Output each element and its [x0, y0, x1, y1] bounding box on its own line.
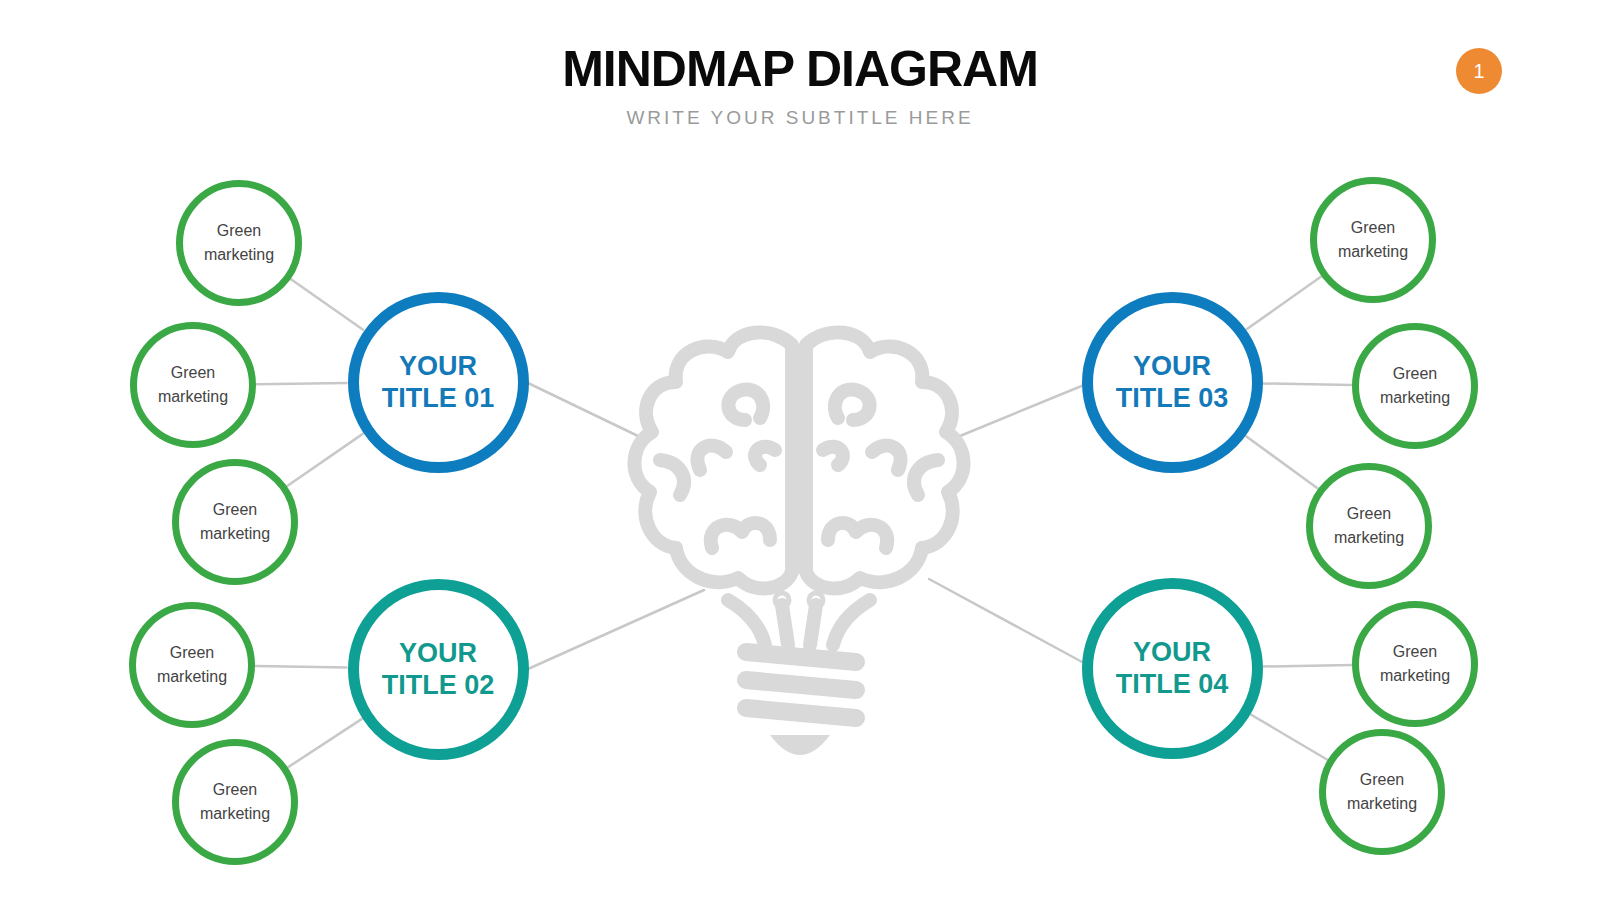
connector-stroke: [1245, 435, 1318, 488]
connector-line: [255, 666, 348, 668]
connector-stroke: [1246, 276, 1322, 329]
topic-circle: Green marketing: [130, 322, 256, 448]
connector-stroke: [1262, 665, 1352, 666]
connector-line: [1246, 276, 1322, 329]
connector-stroke: [256, 383, 348, 384]
connector-stroke: [288, 719, 363, 768]
node-text: Green marketing: [145, 361, 241, 409]
topic-circle: Green marketing: [1319, 729, 1445, 855]
connector-stroke: [291, 279, 364, 330]
connector-line: [1262, 383, 1352, 384]
connector-stroke: [1262, 383, 1352, 384]
topic-circle: Green marketing: [129, 602, 255, 728]
node-text: 1: [1473, 60, 1484, 83]
topic-circle: Green marketing: [176, 180, 302, 306]
title-circle: YOUR TITLE 03: [1082, 292, 1263, 473]
slide-title: MINDMAP DIAGRAM: [0, 40, 1600, 98]
slide-subtitle: WRITE YOUR SUBTITLE HERE: [0, 107, 1600, 129]
node-text: YOUR TITLE 01: [370, 350, 506, 414]
topic-circle: Green marketing: [1306, 463, 1432, 589]
connector-stroke: [255, 666, 348, 668]
topic-circle: Green marketing: [1352, 323, 1478, 449]
node-text: Green marketing: [144, 641, 240, 689]
connector-line: [291, 279, 364, 330]
connector-line: [256, 383, 348, 384]
topic-circle: Green marketing: [172, 739, 298, 865]
node-text: Green marketing: [1334, 768, 1430, 816]
page-number-badge: 1: [1456, 48, 1502, 94]
connector-line: [288, 719, 363, 768]
node-text: Green marketing: [1325, 216, 1421, 264]
topic-circle: Green marketing: [1352, 601, 1478, 727]
title-circle: YOUR TITLE 01: [348, 292, 529, 473]
title-circle: YOUR TITLE 04: [1082, 578, 1263, 759]
node-text: YOUR TITLE 02: [370, 637, 506, 701]
node-text: Green marketing: [187, 498, 283, 546]
topic-circle: Green marketing: [172, 459, 298, 585]
connector-line: [1250, 714, 1328, 760]
connector-line: [287, 433, 364, 486]
connector-stroke: [287, 433, 364, 486]
title-circle: YOUR TITLE 02: [348, 579, 529, 760]
connector-stroke: [1250, 714, 1328, 760]
connector-line: [1245, 435, 1318, 488]
node-text: YOUR TITLE 04: [1104, 636, 1240, 700]
node-text: Green marketing: [191, 219, 287, 267]
topic-circle: Green marketing: [1310, 177, 1436, 303]
node-text: YOUR TITLE 03: [1104, 350, 1240, 414]
node-text: Green marketing: [1321, 502, 1417, 550]
node-text: Green marketing: [1367, 362, 1463, 410]
node-text: Green marketing: [1367, 640, 1463, 688]
connector-line: [1262, 665, 1352, 666]
node-text: Green marketing: [187, 778, 283, 826]
